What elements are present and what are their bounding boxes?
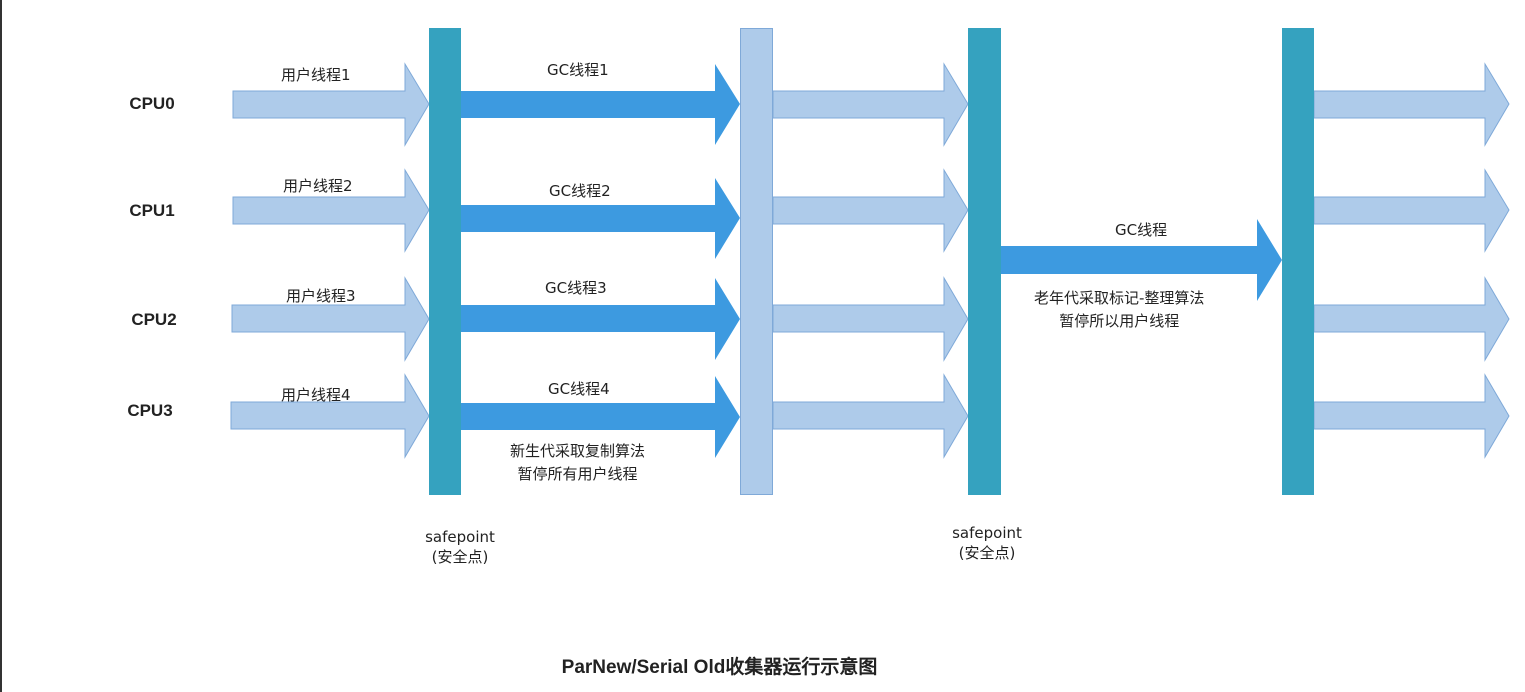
gc-thread-label-1: GC线程1 (547, 61, 609, 79)
cpu-label-2: CPU2 (131, 310, 177, 329)
user-thread-label-4: 用户线程4 (281, 386, 351, 404)
safepoint-label-2-line1: safepoint (952, 524, 1022, 542)
user-arrow-cpu1-phase3 (1313, 168, 1510, 253)
user-arrow-cpu3-phase3 (1313, 373, 1510, 459)
safepoint-label-2-line2: (安全点) (958, 544, 1016, 562)
gc-thread-label-2: GC线程2 (549, 182, 611, 200)
cpu-label-0: CPU0 (129, 94, 175, 113)
young-gc-note-line1: 新生代采取复制算法 (510, 442, 646, 460)
safepoint-label-1-line1: safepoint (425, 528, 495, 546)
user-arrows-phase3 (1313, 62, 1510, 459)
old-gc-note: 老年代采取标记-整理算法 暂停所以用户线程 (1034, 287, 1204, 333)
gc-arrow-3 (461, 278, 740, 360)
transition-bar (740, 28, 773, 495)
safepoint-bar-2 (968, 28, 1001, 495)
diagram-caption: ParNew/Serial Old收集器运行示意图 (561, 657, 878, 678)
user-arrow-cpu0-phase2 (772, 62, 969, 147)
gc-arrow-1 (461, 64, 740, 145)
old-gc-note-line2: 暂停所以用户线程 (1059, 312, 1180, 330)
safepoint-label-1: safepoint (安全点) (413, 527, 507, 567)
user-arrow-cpu0-phase1 (232, 62, 430, 147)
cpu-label-1: CPU1 (129, 201, 175, 220)
safepoint-label-2: safepoint (安全点) (940, 523, 1034, 563)
gc-arrow-4 (461, 376, 740, 458)
user-arrow-cpu3-phase1 (230, 373, 430, 459)
gc-arrows-young (461, 64, 740, 458)
gc-thread-label-4: GC线程4 (548, 380, 610, 398)
user-arrow-cpu2-phase1 (231, 276, 430, 362)
cpu-label-3: CPU3 (127, 401, 173, 420)
safepoint-bar-1 (429, 28, 461, 495)
user-arrow-cpu2-phase3 (1313, 276, 1510, 362)
old-gc-thread-label: GC线程 (1115, 221, 1168, 239)
safepoint-label-1-line2: (安全点) (431, 548, 489, 566)
old-gc-note-line1: 老年代采取标记-整理算法 (1034, 289, 1205, 307)
user-arrow-cpu1-phase1 (232, 168, 430, 253)
young-gc-note-line2: 暂停所有用户线程 (517, 465, 638, 483)
gc-thread-label-3: GC线程3 (545, 279, 607, 297)
user-thread-label-1: 用户线程1 (281, 66, 351, 84)
user-arrow-cpu0-phase3 (1313, 62, 1510, 147)
user-arrow-cpu2-phase2 (772, 276, 969, 362)
user-thread-label-3: 用户线程3 (286, 287, 356, 305)
user-arrow-cpu3-phase2 (772, 373, 969, 459)
gc-arrow-old (1001, 219, 1282, 301)
user-thread-label-2: 用户线程2 (283, 177, 353, 195)
end-bar (1282, 28, 1314, 495)
young-gc-note: 新生代采取复制算法 暂停所有用户线程 (510, 440, 645, 486)
user-arrows-phase1 (230, 62, 430, 459)
user-arrows-phase2 (772, 62, 969, 459)
user-arrow-cpu1-phase2 (772, 168, 969, 253)
gc-arrow-2 (461, 178, 740, 259)
